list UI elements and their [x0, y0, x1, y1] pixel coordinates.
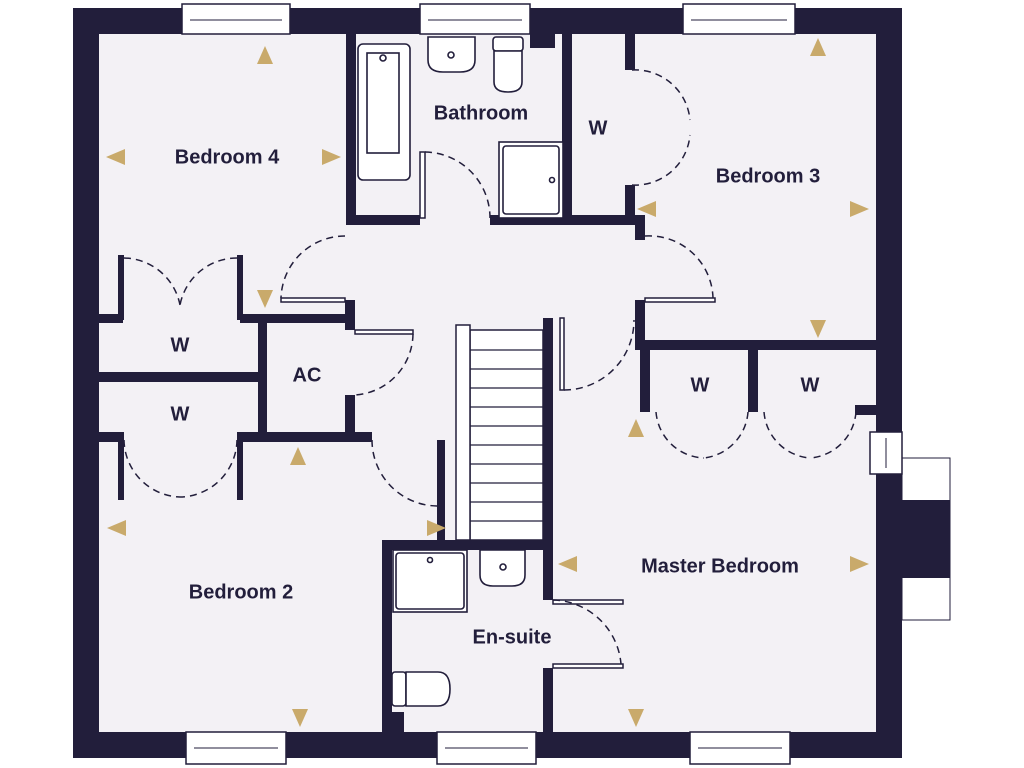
toilet-fixture [492, 36, 524, 93]
room-label-wardrobe-bedroom-2: W [171, 403, 190, 425]
room-label-en-suite: En-suite [473, 626, 552, 648]
room-label-wardrobe-bedroom-4: W [171, 334, 190, 356]
room-label-wardrobe-bedroom-3: W [589, 117, 608, 139]
basin-fixture [427, 36, 476, 73]
room-label-wardrobe-master-1: W [691, 374, 710, 396]
room-label-master-bedroom: Master Bedroom [641, 555, 799, 577]
room-label-bedroom-2: Bedroom 2 [189, 581, 293, 603]
doors [123, 69, 857, 669]
room-label-bedroom-3: Bedroom 3 [716, 165, 820, 187]
chimney-breast [901, 457, 951, 621]
ensuite-shower-fixture [392, 549, 468, 613]
staircase [455, 324, 544, 541]
ensuite-toilet-fixture [391, 671, 451, 707]
room-label-wardrobe-master-2: W [801, 374, 820, 396]
shower-fixture [498, 141, 564, 219]
windows [181, 3, 903, 765]
room-label-airing-cupboard: AC [293, 364, 322, 386]
room-label-bedroom-4: Bedroom 4 [175, 146, 280, 168]
dimension-arrows [106, 38, 869, 727]
bath-fixture [357, 43, 411, 181]
room-label-bathroom: Bathroom [434, 102, 528, 124]
ensuite-basin-fixture [479, 549, 526, 587]
